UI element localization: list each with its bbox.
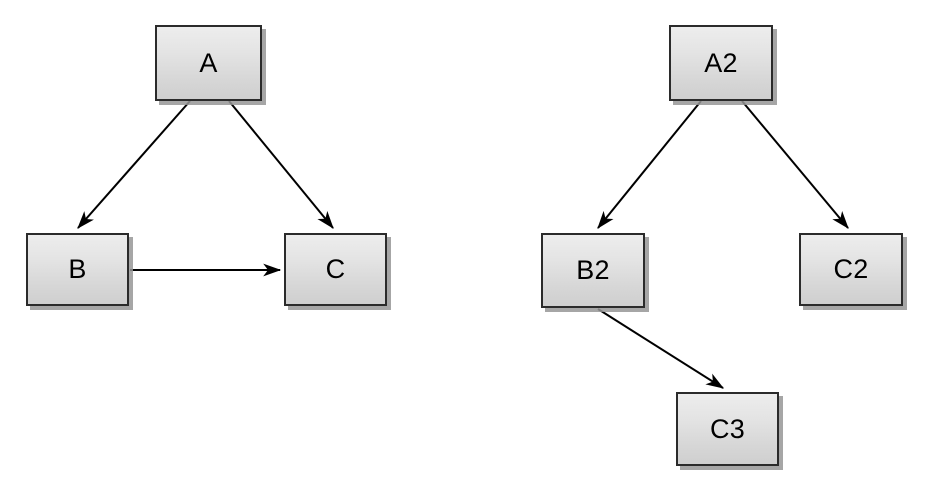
edge-a-to-b — [77, 100, 191, 229]
node-b2-label: B2 — [576, 255, 610, 285]
node-c2[interactable]: C2 — [799, 233, 903, 306]
node-c3-label: C3 — [710, 413, 745, 444]
node-a2[interactable]: A2 — [669, 25, 773, 101]
node-a[interactable]: A — [155, 25, 262, 101]
node-c-label: C — [325, 254, 346, 284]
node-c3[interactable]: C3 — [676, 392, 779, 466]
node-c[interactable]: C — [284, 233, 387, 306]
node-b-label: B — [68, 254, 87, 284]
edge-a-to-c — [228, 100, 334, 229]
edge-a2-to-b2 — [597, 100, 702, 229]
node-c2-label: C2 — [833, 254, 869, 284]
node-b2[interactable]: B2 — [541, 233, 645, 308]
node-a2-label: A2 — [704, 47, 738, 78]
edge-a2-to-c2 — [741, 100, 849, 229]
node-a-label: A — [199, 47, 218, 78]
node-b[interactable]: B — [26, 233, 129, 306]
edge-b2-to-c3 — [597, 308, 725, 389]
